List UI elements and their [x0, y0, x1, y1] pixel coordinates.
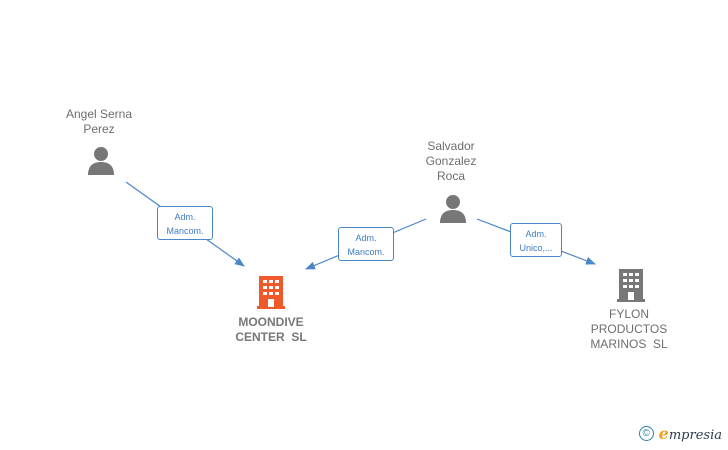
brand-watermark: © empresia: [638, 424, 722, 443]
node-label-line: CENTER SL: [235, 330, 307, 344]
building-icon[interactable]: [256, 274, 286, 310]
edge-label-line: Unico,...: [519, 243, 553, 253]
node-label-line: FYLON: [608, 307, 649, 321]
edge-label-line: Mancom.: [166, 226, 204, 236]
node-label-line: Roca: [436, 169, 465, 183]
edge-label-salvador-moondive[interactable]: Adm. Mancom.: [338, 227, 394, 261]
node-label-angel: Angel Serna Perez: [44, 107, 154, 137]
node-label-line: PRODUCTOS: [590, 322, 668, 336]
node-label-salvador: Salvador Gonzalez Roca: [396, 139, 506, 184]
edge-label-salvador-fylon[interactable]: Adm. Unico,...: [510, 223, 562, 257]
building-icon[interactable]: [616, 267, 646, 303]
edge-label-line: Mancom.: [347, 247, 385, 257]
brand-logo: empresia: [659, 424, 722, 443]
node-label-moondive[interactable]: MOONDIVE CENTER SL: [209, 315, 333, 345]
edge-label-line: Adm.: [525, 229, 547, 239]
person-icon[interactable]: [438, 193, 468, 223]
brand-logo-rest: mpresia: [668, 428, 722, 443]
node-label-line: Salvador: [427, 139, 475, 153]
edge-label-line: Adm.: [174, 212, 196, 222]
brand-logo-initial: e: [658, 424, 669, 443]
edge-label-line: Adm.: [355, 233, 377, 243]
node-label-line: MARINOS SL: [590, 337, 668, 351]
edge-label-angel-moondive[interactable]: Adm. Mancom.: [157, 206, 213, 240]
node-label-line: MOONDIVE: [238, 315, 304, 329]
person-icon[interactable]: [86, 145, 116, 175]
node-label-line: Gonzalez: [425, 154, 477, 168]
copyright-icon: ©: [638, 426, 654, 441]
node-label-fylon[interactable]: FYLON PRODUCTOS MARINOS SL: [574, 307, 684, 352]
node-label-line: Angel Serna: [65, 107, 133, 121]
node-label-line: Perez: [83, 122, 115, 136]
